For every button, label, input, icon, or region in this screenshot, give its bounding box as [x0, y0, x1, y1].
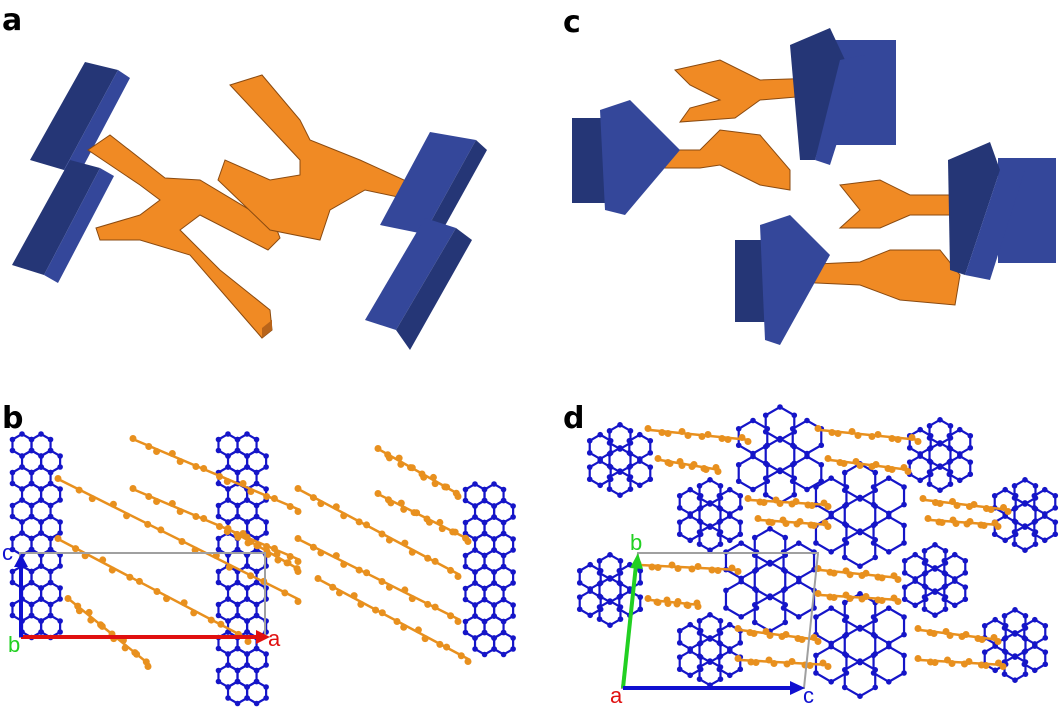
- orange-molecule-chain: [224, 525, 302, 575]
- blue-block: [735, 215, 830, 345]
- orange-molecule-chain: [644, 595, 702, 610]
- panel-d-unit-cell: b c a: [610, 530, 820, 708]
- orange-molecule-chain: [54, 475, 302, 605]
- panel-label-b: b: [2, 401, 23, 436]
- axis-label-b: b: [630, 530, 642, 555]
- panel-b-crystal-packing: [9, 431, 516, 707]
- blue-molecular-cluster: [813, 461, 907, 569]
- blue-molecular-cluster: [991, 477, 1059, 553]
- panel-label-d: d: [563, 401, 584, 436]
- orange-molecule-chain: [734, 655, 832, 670]
- orange-y-molecule: [87, 134, 281, 339]
- blue-molecular-cluster: [576, 552, 644, 628]
- blue-molecular-cluster: [981, 607, 1049, 683]
- orange-molecule-chain: [754, 515, 832, 530]
- orange-molecule-chain: [294, 535, 462, 625]
- orange-molecule-chain: [374, 445, 462, 500]
- orange-y-molecule: [619, 59, 976, 306]
- panel-c-schematic: [572, 28, 1056, 345]
- orange-molecule-chain: [374, 490, 472, 545]
- orange-molecule-chain: [914, 625, 1002, 645]
- blue-molecular-cluster: [813, 591, 907, 699]
- blue-aromatic-stack: [9, 431, 63, 641]
- blue-aromatic-stack: [462, 481, 516, 658]
- orange-molecule-chain: [814, 425, 922, 445]
- blue-block: [790, 28, 896, 165]
- orange-molecule-chain: [824, 455, 912, 475]
- orange-molecule-chain: [64, 595, 152, 670]
- orange-y-molecule: [217, 74, 416, 241]
- axis-label-b: b: [8, 632, 20, 657]
- orange-molecule-chain: [814, 590, 902, 605]
- panel-d-crystal-packing: [576, 404, 1059, 699]
- axis-label-c: c: [803, 683, 814, 708]
- orange-molecule-chain: [314, 575, 472, 665]
- orange-molecule-chain: [129, 435, 302, 515]
- blue-molecular-cluster: [735, 404, 825, 506]
- blue-aromatic-stack: [215, 431, 269, 707]
- orange-molecule-chain: [654, 455, 722, 475]
- blue-molecular-cluster: [723, 526, 817, 634]
- orange-molecule-chain: [914, 655, 1007, 670]
- panel-a-schematic: [12, 62, 487, 350]
- blue-block: [380, 132, 487, 242]
- axis-b-arrow: [621, 564, 638, 689]
- blue-block: [948, 142, 1056, 280]
- blue-block: [572, 100, 680, 215]
- orange-molecule-chain: [644, 425, 752, 445]
- orange-molecule-chain: [924, 515, 1002, 530]
- blue-block: [30, 62, 130, 180]
- panel-b-unit-cell: a c b: [2, 540, 281, 657]
- panel-label-c: c: [563, 5, 581, 40]
- orange-molecule-chain: [54, 535, 252, 645]
- blue-molecular-cluster: [586, 422, 654, 499]
- axis-label-a: a: [610, 683, 623, 708]
- panel-label-a: a: [2, 3, 22, 38]
- blue-block: [365, 218, 472, 350]
- orange-molecule-chain: [919, 495, 1012, 515]
- blue-block: [12, 160, 114, 283]
- blue-molecular-cluster: [906, 417, 974, 494]
- blue-molecular-cluster: [676, 477, 744, 553]
- orange-molecule-chain: [744, 495, 832, 510]
- blue-molecular-cluster: [676, 612, 744, 688]
- orange-molecule-chain: [294, 485, 462, 580]
- axis-label-c: c: [2, 540, 13, 565]
- orange-molecule-chain: [734, 625, 822, 645]
- blue-molecular-cluster: [901, 542, 969, 618]
- axis-label-a: a: [268, 626, 281, 651]
